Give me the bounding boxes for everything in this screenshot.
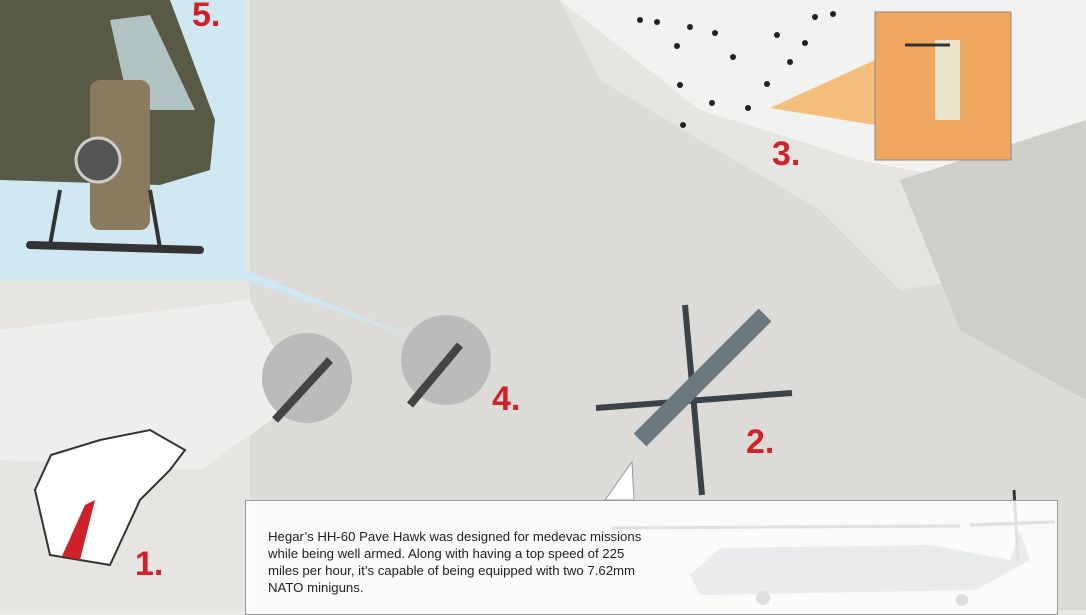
marker-5: 5. — [192, 0, 221, 34]
caption-text: Hegar’s HH-60 Pave Hawk was designed for… — [268, 529, 642, 595]
pave-hawk-topview — [595, 304, 793, 496]
afghanistan-map — [33, 428, 187, 567]
muzzle-flash-cone — [770, 60, 875, 125]
small-helicopter-1 — [262, 333, 352, 423]
caption-box: Hegar’s HH-60 Pave Hawk was designed for… — [245, 500, 1058, 615]
marker-3: 3. — [772, 135, 801, 173]
marker-4: 4. — [492, 380, 521, 418]
bullet-marks — [637, 11, 836, 128]
marker-1: 1. — [135, 545, 164, 583]
gunship-helicopter — [0, 0, 215, 254]
marker-2: 2. — [746, 423, 775, 461]
small-helicopter-2 — [401, 315, 491, 408]
highlighted-region — [62, 500, 95, 560]
